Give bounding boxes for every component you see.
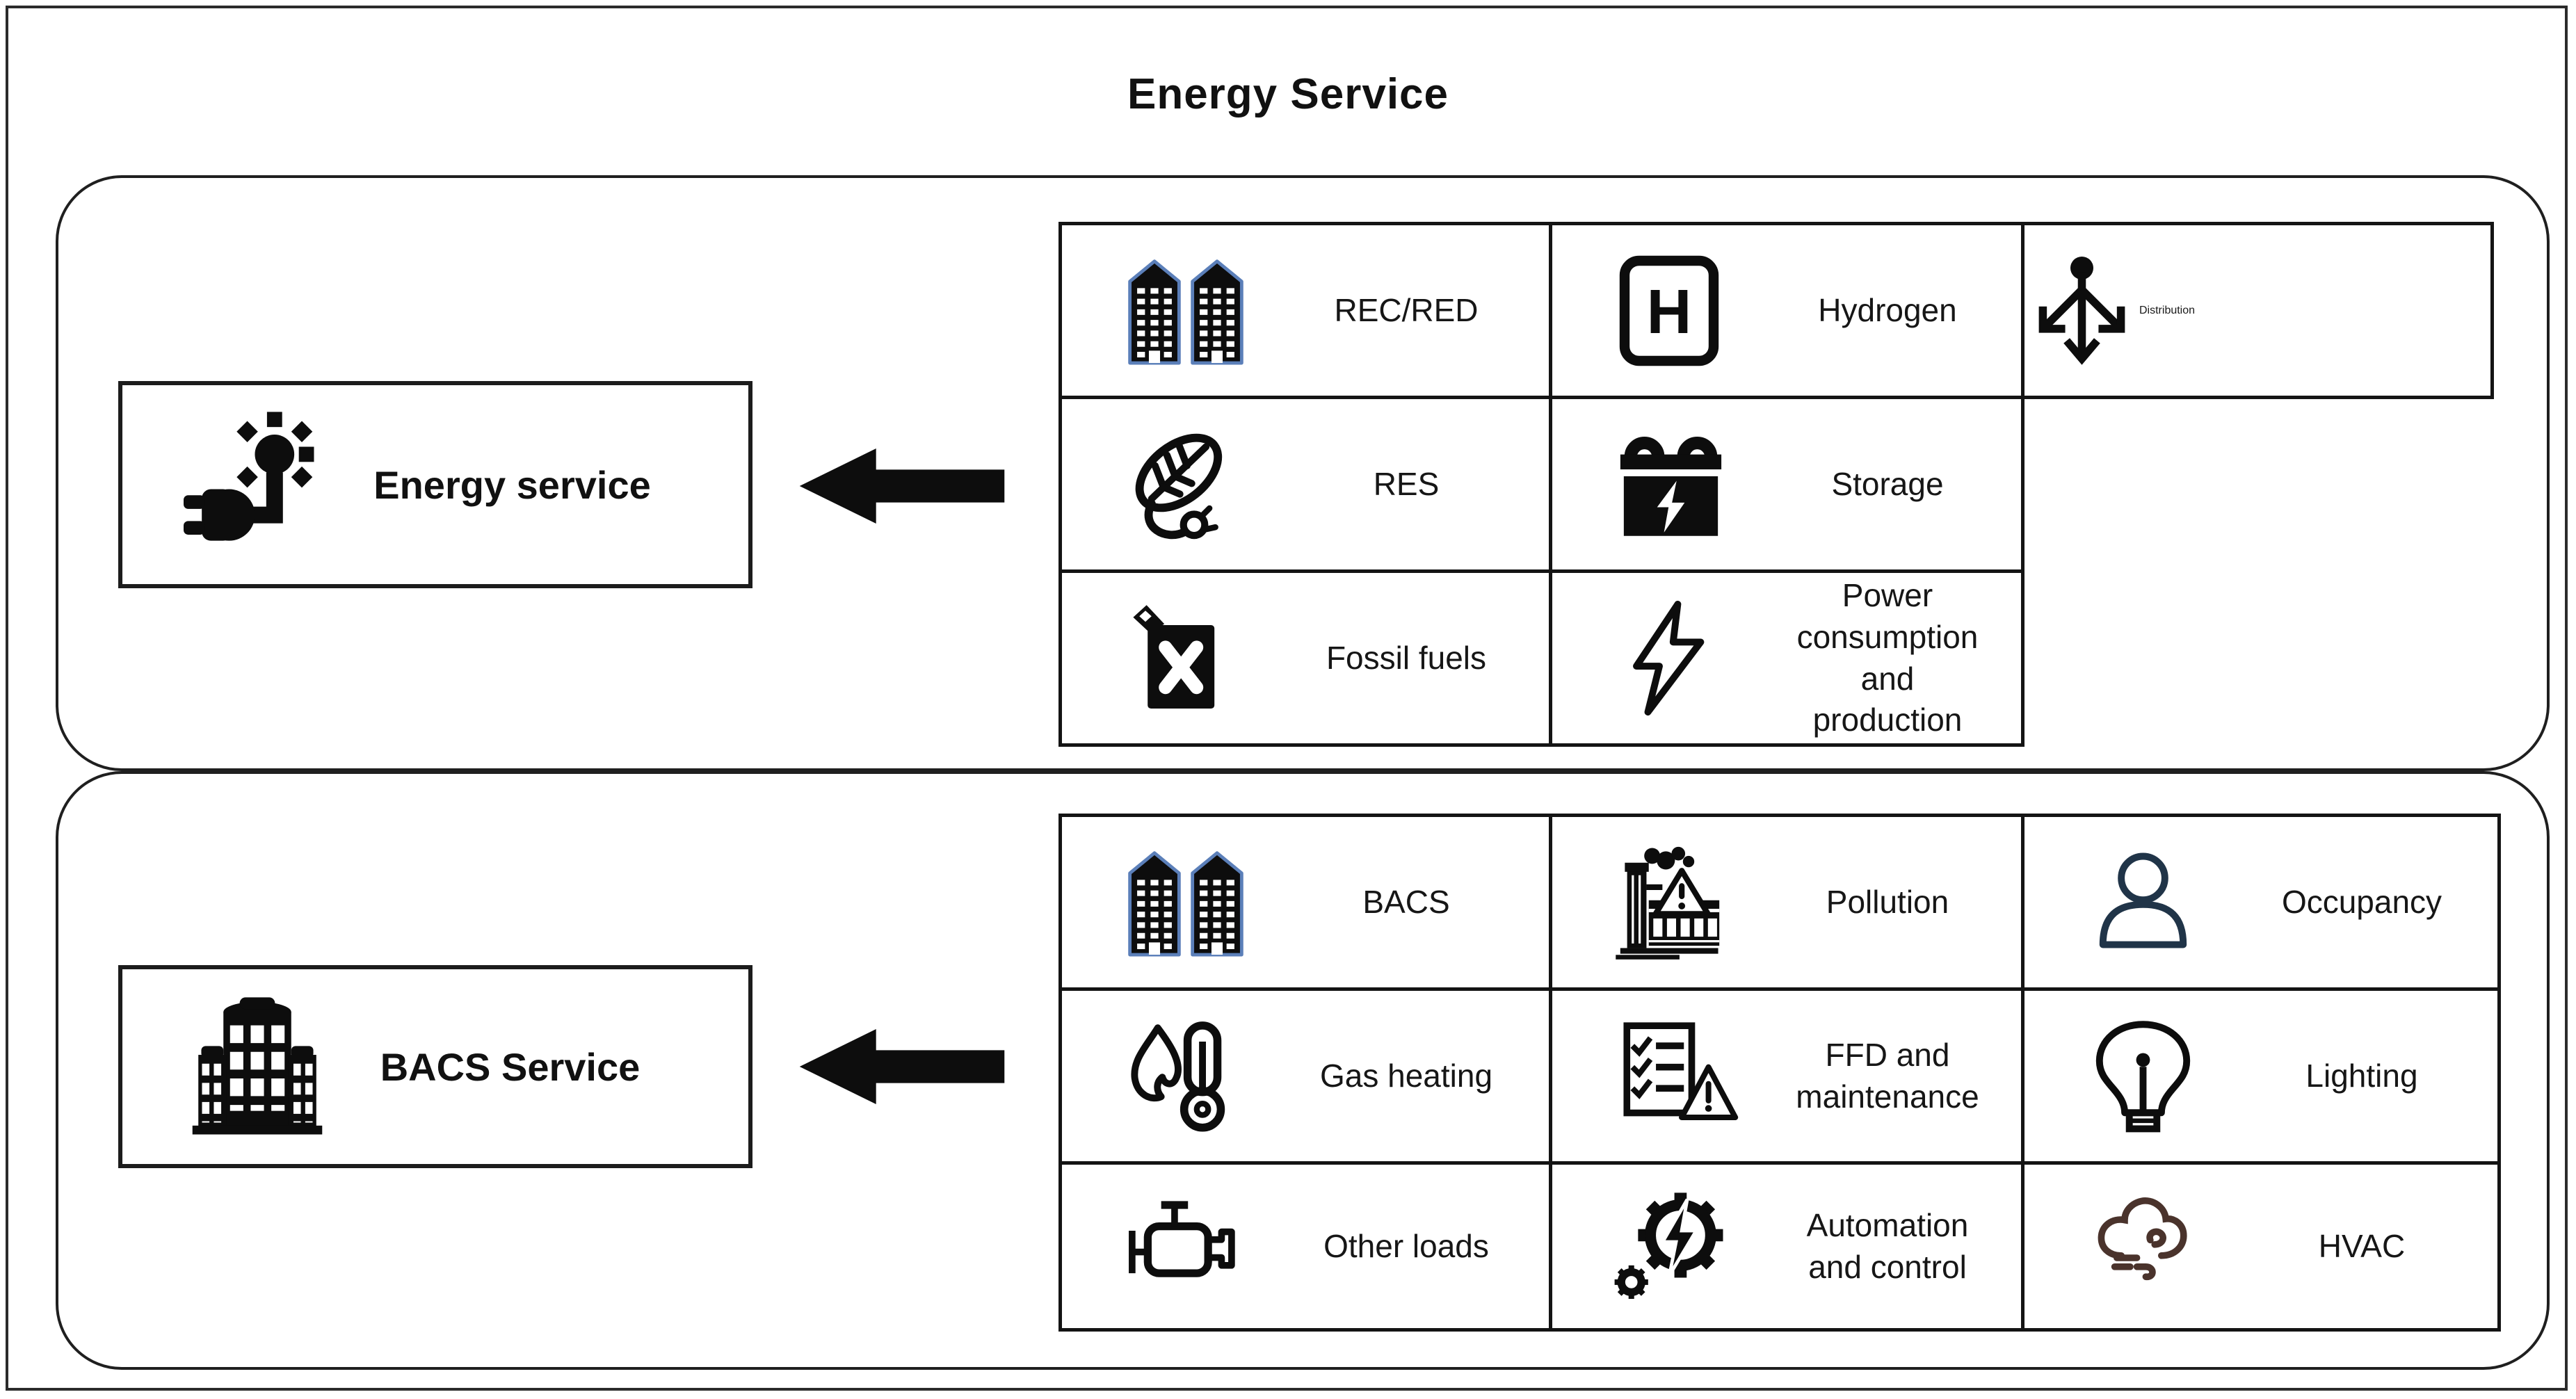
svg-text:H: H (1647, 277, 1692, 346)
cell-power-consumption: Power consumption and production (1552, 573, 2021, 743)
cell-storage: Storage (1552, 399, 2021, 569)
cell-pollution: Pollution (1552, 817, 2021, 987)
twin-buildings-icon (1062, 254, 1291, 366)
bacs-service-label: BACS Service (380, 1044, 641, 1089)
energy-service-label: Energy service (373, 462, 651, 507)
factory-pollution-icon (1552, 846, 1782, 960)
cell-label: HVAC (2318, 1227, 2406, 1264)
cell-lighting: Lighting (2024, 991, 2497, 1161)
checklist-warning-icon (1552, 1020, 1782, 1132)
cell-label: FFD and maintenance (1796, 1036, 1979, 1115)
lightning-bolt-icon (1552, 601, 1782, 715)
person-icon (2024, 845, 2254, 960)
flame-thermometer-icon (1062, 1019, 1291, 1133)
bacs-section-container (56, 771, 2550, 1370)
leaf-plug-icon (1062, 426, 1291, 544)
cell-label: Fossil fuels (1326, 639, 1487, 676)
cell-label: Storage (1831, 465, 1944, 502)
cell-label: Automation and control (1806, 1206, 1969, 1285)
left-block-arrow-icon (799, 1029, 1005, 1104)
cell-label: Gas heating (1319, 1057, 1493, 1094)
bacs-grid: BACS (1058, 814, 2501, 1332)
fuel-can-icon (1062, 603, 1291, 714)
cell-label: Occupancy (2281, 883, 2442, 920)
cell-label: RES (1373, 465, 1440, 502)
cell-label: REC/RED (1334, 291, 1479, 328)
cell-label: Power consumption and production (1796, 576, 1979, 738)
cell-label: Distribution (2139, 304, 2196, 316)
cell-label: Hydrogen (1818, 291, 1957, 328)
hydrogen-square-icon: H (1552, 255, 1782, 366)
cell-fossil-fuels: Fossil fuels (1062, 573, 1549, 743)
building-icon (122, 993, 331, 1140)
twin-buildings-icon (1062, 846, 1291, 958)
battery-icon (1552, 427, 1782, 542)
cell-label: Other loads (1323, 1227, 1489, 1264)
energy-service-box: Energy service (118, 381, 752, 588)
engine-icon (1062, 1190, 1291, 1302)
cell-occupancy: Occupancy (2024, 817, 2497, 987)
cell-bacs: BACS (1062, 817, 1549, 987)
cell-label: Lighting (2305, 1057, 2418, 1094)
cell-distribution: Distribution (2021, 222, 2494, 399)
cell-automation-control: Automation and control (1552, 1165, 2021, 1328)
left-block-arrow-icon (799, 448, 1005, 524)
cell-hydrogen: H Hydrogen (1552, 225, 2021, 396)
cell-res: RES (1062, 399, 1549, 569)
diagram-title: Energy Service (1127, 70, 1449, 118)
cloud-wind-icon (2024, 1191, 2254, 1302)
cell-ffd-maintenance: FFD and maintenance (1552, 991, 2021, 1161)
cell-hvac: HVAC (2024, 1165, 2497, 1328)
energy-section-container (56, 175, 2550, 771)
cell-label: BACS (1362, 883, 1450, 920)
energy-grid: REC/RED H Hydrogen (1058, 222, 2024, 747)
distribution-arrows-icon (2024, 253, 2139, 368)
cell-gas-heating: Gas heating (1062, 991, 1549, 1161)
cell-label: Pollution (1826, 883, 1949, 920)
cell-rec-red: REC/RED (1062, 225, 1549, 396)
cell-other-loads: Other loads (1062, 1165, 1549, 1328)
outer-frame (6, 6, 2568, 1391)
bacs-service-box: BACS Service (118, 965, 752, 1168)
gear-bolt-icon (1552, 1190, 1782, 1302)
plug-sun-icon (122, 409, 335, 560)
lightbulb-icon (2024, 1019, 2254, 1133)
